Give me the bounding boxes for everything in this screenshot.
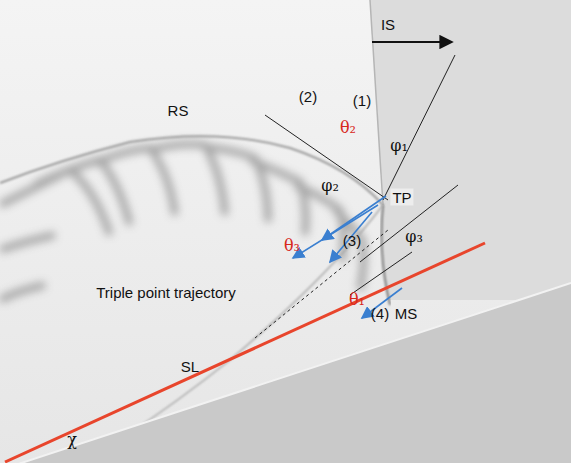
line-label: SL — [181, 359, 199, 374]
angle-label: θ₂ — [340, 120, 356, 136]
shock-label: IS — [381, 17, 395, 32]
trajectory-label: Triple point trajectory — [96, 285, 236, 300]
triple-point-trajectory — [5, 243, 485, 462]
slip-line — [255, 230, 388, 338]
shock-label: MS — [395, 306, 418, 321]
construction-lines — [265, 55, 458, 295]
angle-label: χ — [67, 432, 77, 448]
schlieren-fringes — [0, 144, 364, 300]
angle-label: θ₃ — [284, 238, 300, 254]
angle-label: φ₃ — [405, 229, 423, 245]
region-number: (2) — [299, 89, 317, 104]
point-label: TP — [390, 189, 413, 206]
angle-label: θ₁ — [349, 292, 365, 308]
region-number: (4) — [371, 306, 389, 321]
region-number: (3) — [343, 233, 361, 248]
region-1 — [370, 0, 571, 300]
shock-direction-arrow — [372, 41, 452, 43]
angle-label: φ₁ — [390, 138, 408, 154]
shock-label: RS — [168, 103, 189, 118]
region-number: (1) — [353, 93, 371, 108]
wedge-surface — [0, 283, 571, 463]
velocity-arrows — [293, 196, 402, 318]
reflected-shock — [0, 136, 383, 205]
angle-label: φ₂ — [321, 178, 339, 194]
wedge — [0, 283, 571, 463]
